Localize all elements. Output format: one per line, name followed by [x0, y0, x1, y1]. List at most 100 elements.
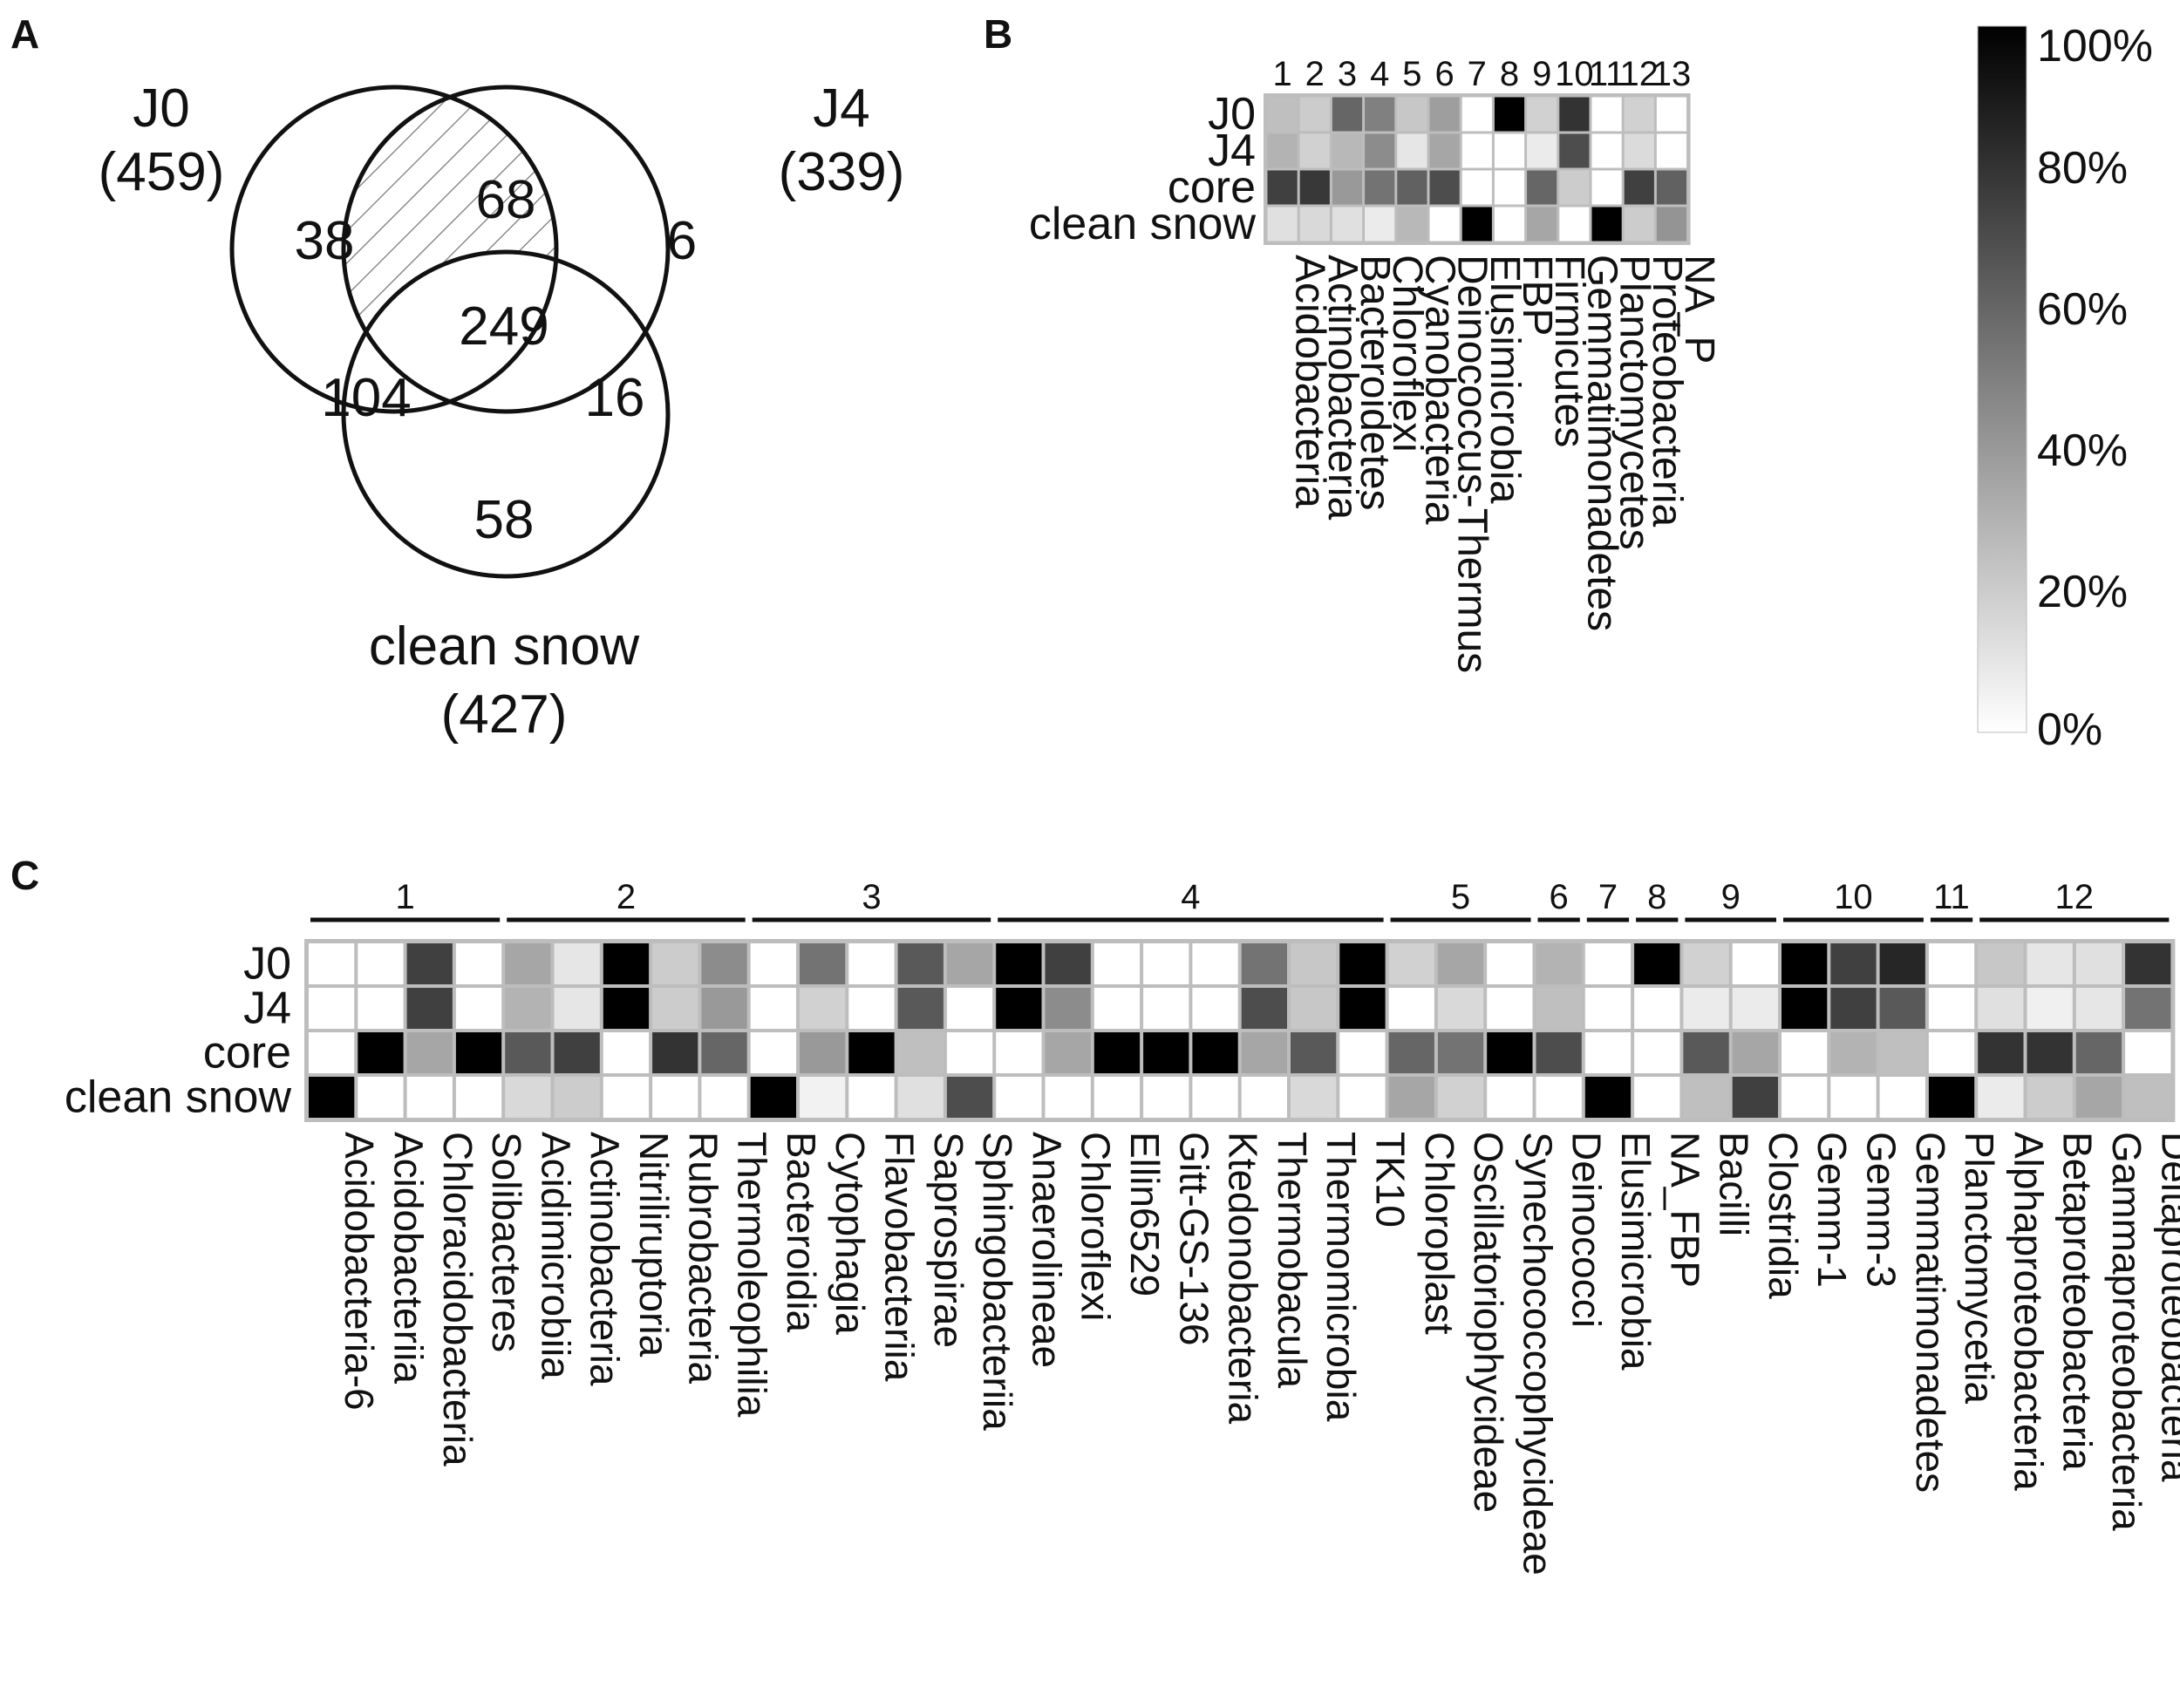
- heatmap-c-cell-j4-thermoleophilia: [701, 988, 747, 1029]
- heatmap-c-cell-j0-gemmatimonadetes: [1879, 943, 1925, 984]
- heatmap-c-cell-clean-snow-bacilli: [1683, 1077, 1729, 1118]
- clean-snow-circle-fill: [344, 252, 668, 576]
- heatmap-c-row-label-j4: J4: [243, 983, 291, 1034]
- heatmap-b-cell-j4-gemmatimonadetes: [1559, 133, 1590, 168]
- heatmap-b-cell-j4-deinococcus-thermus: [1429, 133, 1460, 168]
- heatmap-c-cell-j0-betaproteobacteria: [2027, 943, 2073, 984]
- heatmap-c-cell-core-thermoleophilia: [701, 1032, 747, 1073]
- heatmap-c-cell-clean-snow-thermobacula: [1241, 1077, 1287, 1118]
- heatmap-b-col-number-9: 9: [1532, 55, 1551, 93]
- heatmap-c-cell-core-deinococci: [1536, 1032, 1582, 1073]
- heatmap-c-cell-clean-snow-chloracidobacteria: [406, 1077, 453, 1118]
- heatmap-c-cell-clean-snow-gammaproteobacteria: [2075, 1077, 2122, 1118]
- heatmap-b-cell-j0-chloroflexi: [1365, 97, 1395, 132]
- heatmap-c-col-label-cytophagia: Cytophagia: [828, 1132, 873, 1335]
- heatmap-c-cell-core-chloroplast: [1388, 1032, 1434, 1073]
- heatmap-c-cell-j0-thermoleophilia: [701, 943, 747, 984]
- heatmap-b-cell-clean-snow-acidobacteria: [1267, 207, 1298, 242]
- heatmap-c-cell-clean-snow-elusimicrobia: [1584, 1077, 1632, 1118]
- heatmap-b-cell-j4-elusimicrobia: [1461, 133, 1492, 168]
- colorbar-tick-0: 0%: [2037, 704, 2102, 755]
- heatmap-b-col-number-13: 13: [1652, 55, 1692, 93]
- heatmap-b-cell-j4-bacteroidetes: [1332, 133, 1363, 168]
- heatmap-c-cell-j0-cytophagia: [800, 943, 846, 984]
- heatmap-c-row-label-clean-snow: clean snow: [65, 1072, 292, 1123]
- heatmap-c-cell-core-acidimicrobiia: [505, 1032, 551, 1073]
- heatmap-c-cell-core-ellin6529: [1093, 1032, 1141, 1073]
- heatmap-c-cell-j4-saprospirae: [897, 988, 944, 1029]
- heatmap-b-cell-j0-planctomycetes: [1591, 97, 1622, 132]
- heatmap-b-cell-j4-actinobacteria: [1299, 133, 1330, 168]
- heatmap-b-cell-j0-gemmatimonadetes: [1559, 97, 1590, 132]
- heatmap-c-cell-clean-snow-thermomicrobia: [1291, 1077, 1337, 1118]
- heatmap-c-group-label-11: 11: [1933, 878, 1970, 916]
- heatmap-c-cell-core-gemmatimonadetes: [1879, 1032, 1925, 1073]
- heatmap-c-col-label-chloroflexi: Chloroflexi: [1073, 1132, 1119, 1321]
- heatmap-c-cell-j0-ellin6529: [1093, 943, 1141, 984]
- colorbar-tick-40: 40%: [2037, 425, 2128, 476]
- heatmap-c-cell-j4-chloroplast: [1388, 988, 1434, 1029]
- heatmap-c-cell-j4-oscillatoriophycideae: [1437, 988, 1484, 1029]
- heatmap-c-cell-clean-snow-na-fbp: [1634, 1077, 1680, 1118]
- venn-count-j0-snow: 104: [321, 368, 411, 428]
- heatmap-c-cell-j0-synechococcophycideae: [1487, 943, 1533, 984]
- venn-set-j4-name: J4: [813, 78, 869, 139]
- heatmap-b-col-number-6: 6: [1434, 55, 1454, 93]
- heatmap-c-cell-core-sphingobacteriia: [946, 1032, 993, 1073]
- heatmap-b-cell-j4-chloroflexi: [1365, 133, 1395, 168]
- heatmap-c-cell-j0-chloroplast: [1388, 943, 1434, 984]
- heatmap-c-cell-clean-snow-solibacteres: [455, 1077, 502, 1118]
- heatmap-c-col-label-sphingobacteriia: Sphingobacteriia: [975, 1132, 1020, 1431]
- heatmap-c-cell-j0-tk10: [1339, 943, 1386, 984]
- heatmap-c-cell-core-nitriliruptoria: [603, 1032, 650, 1073]
- heatmap-c-cell-j0-deltaproteobacteria: [2125, 943, 2171, 984]
- heatmap-c-cell-j4-gemm-3: [1830, 988, 1877, 1029]
- heatmap-c-cell-j4-chloroflexi: [1045, 988, 1091, 1029]
- heatmap-b-col-label-gemmatimonadetes: Gemmatimonadetes: [1578, 255, 1625, 631]
- heatmap-c-cell-j4-acidimicrobiia: [505, 988, 551, 1029]
- heatmap-b-cell-core-fbp: [1494, 170, 1525, 205]
- heatmap-c-cell-j4-elusimicrobia: [1584, 988, 1632, 1029]
- heatmap-c-cell-j0-gemm-3: [1830, 943, 1877, 984]
- heatmap-c-cell-j0-gammaproteobacteria: [2075, 943, 2122, 984]
- heatmap-b-cell-core-cyanobacteria: [1397, 170, 1427, 205]
- heatmap-b-cell-core-planctomycetes: [1591, 170, 1622, 205]
- heatmap-c-cell-j0-actinobacteria: [554, 943, 600, 984]
- heatmap-c-cell-clean-snow-gemm-1: [1781, 1077, 1828, 1118]
- heatmap-b-cell-core-firmicutes: [1527, 170, 1557, 205]
- heatmap-c-cell-core-actinobacteria: [554, 1032, 600, 1073]
- heatmap-c-cell-clean-snow-saprospirae: [897, 1077, 944, 1118]
- heatmap-b-col-number-11: 11: [1589, 55, 1625, 93]
- heatmap-c-cell-j0-bacilli: [1683, 943, 1729, 984]
- heatmap-c-cell-j4-gitt-gs-136: [1143, 988, 1189, 1029]
- heatmap-b-cell-clean-snow-firmicutes: [1527, 207, 1557, 242]
- heatmap-c-cell-core-bacilli: [1683, 1032, 1729, 1073]
- heatmap-c-col-label-elusimicrobia: Elusimicrobia: [1613, 1132, 1659, 1371]
- heatmap-b-col-number-10: 10: [1555, 55, 1594, 93]
- heatmap-b-cell-core-chloroflexi: [1365, 170, 1395, 205]
- heatmap-c-cell-j0-sphingobacteriia: [946, 943, 993, 984]
- heatmap-b-col-number-1: 1: [1272, 55, 1291, 93]
- heatmap-b-cell-clean-snow-bacteroidetes: [1332, 207, 1363, 242]
- panel-label-c: C: [10, 853, 39, 898]
- heatmap-c-cell-j4-rubrobacteria: [652, 988, 698, 1029]
- heatmap-c-cell-core-flavobacteriia: [848, 1032, 895, 1073]
- heatmap-c-col-label-anaerolineae: Anaerolineae: [1024, 1132, 1069, 1368]
- clean-snow-circle: [341, 249, 671, 579]
- heatmap-c-cell-core-saprospirae: [897, 1032, 944, 1073]
- heatmap-b-row-label-core: core: [1168, 162, 1256, 213]
- heatmap-c-col-label-acidobacteria-6: Acidobacteria-6: [337, 1132, 382, 1411]
- heatmap-c-cell-clean-snow-ktedonobacteria: [1192, 1077, 1238, 1118]
- heatmap-b-col-label-na-p: NA_P: [1676, 255, 1722, 364]
- heatmap-c-cell-clean-snow-rubrobacteria: [652, 1077, 698, 1118]
- heatmap-c-cell-j4-ellin6529: [1093, 988, 1141, 1029]
- venn-diagram: A J0 (459) J4 (339) clean snow (427) 38 …: [10, 11, 904, 745]
- heatmap-b-cell-j4-firmicutes: [1527, 133, 1557, 168]
- heatmap-c-row-label-j0: J0: [243, 939, 291, 990]
- heatmap-c-cell-j4-bacteroidia: [750, 988, 796, 1029]
- heatmap-c-col-label-actinobacteria: Actinobacteria: [582, 1132, 628, 1386]
- heatmap-c-col-label-tk10: TK10: [1367, 1132, 1413, 1228]
- heatmap-b-cell-core-deinococcus-thermus: [1429, 170, 1460, 205]
- heatmap-c-cell-core-gammaproteobacteria: [2075, 1032, 2122, 1073]
